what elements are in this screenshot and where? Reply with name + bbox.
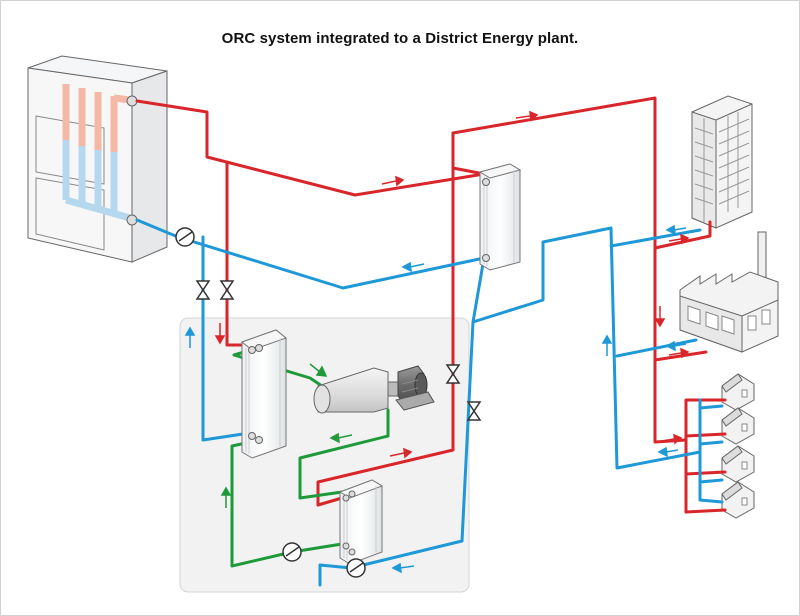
flow-arrow-right-icon: [668, 233, 690, 245]
orc-feed-line: [230, 438, 344, 568]
orc-turbine-exhaust: [298, 408, 390, 500]
cold-to-houses: [698, 398, 724, 504]
flow-arrow-down-icon: [214, 323, 226, 345]
office-building-icon: [691, 95, 753, 229]
flow-arrow-down-icon: [654, 306, 666, 328]
hot-to-factory: [653, 350, 708, 362]
cold-orc-loop: [318, 226, 702, 587]
flow-arrow-left-icon: [657, 446, 679, 458]
pump-icon-main: [175, 227, 195, 247]
flow-arrow-right-icon: [668, 347, 690, 359]
house-icon-3: [721, 445, 755, 483]
flow-arrow-right-icon: [309, 363, 328, 377]
turbine-generator-icon: [313, 365, 435, 414]
pump-icon-condenser: [346, 558, 366, 578]
valve-icon-1: [195, 280, 211, 300]
plate-heat-exchanger-icon-evaporator: [240, 329, 288, 459]
flow-arrow-up-icon: [601, 334, 613, 356]
factory-icon: [679, 231, 779, 353]
flow-arrow-right-icon: [381, 175, 405, 187]
flow-arrow-right-icon: [661, 433, 683, 445]
flow-arrow-right-icon: [515, 110, 539, 122]
diagram-title: ORC system integrated to a District Ener…: [221, 30, 579, 47]
flow-arrow-up-icon: [184, 326, 196, 348]
hot-hx-link: [451, 131, 486, 176]
flow-arrow-left-icon: [401, 261, 425, 273]
valve-icon-2: [219, 280, 235, 300]
flow-arrow-left-icon: [329, 432, 353, 444]
cold-to-factory: [615, 338, 698, 358]
flow-arrow-left-icon: [665, 224, 687, 236]
boiler-icon: [27, 55, 168, 263]
valve-icon-3: [445, 364, 461, 384]
hot-branch-to-orc: [225, 160, 245, 347]
flow-arrow-up-icon: [220, 486, 232, 508]
house-icon-1: [721, 373, 755, 411]
cold-branch-to-orc: [201, 235, 245, 442]
plate-heat-exchanger-icon-main: [478, 163, 522, 271]
flow-arrow-left-icon: [665, 340, 687, 352]
hot-orc-hx2-link: [316, 496, 344, 507]
house-icon-4: [721, 481, 755, 519]
flow-arrow-left-icon: [391, 562, 415, 574]
cold-to-office: [609, 228, 702, 248]
cold-hx-link: [471, 256, 486, 324]
house-icon-2: [721, 407, 755, 445]
flow-arrow-right-icon: [389, 447, 413, 459]
hot-to-office: [653, 220, 712, 250]
plate-heat-exchanger-icon-condenser: [338, 479, 384, 565]
hot-to-houses: [684, 398, 727, 514]
valve-icon-4: [466, 401, 482, 421]
pump-icon-orc: [282, 542, 302, 562]
cold-return-pipe: [135, 218, 486, 290]
hot-supply-pipe: [135, 99, 486, 197]
